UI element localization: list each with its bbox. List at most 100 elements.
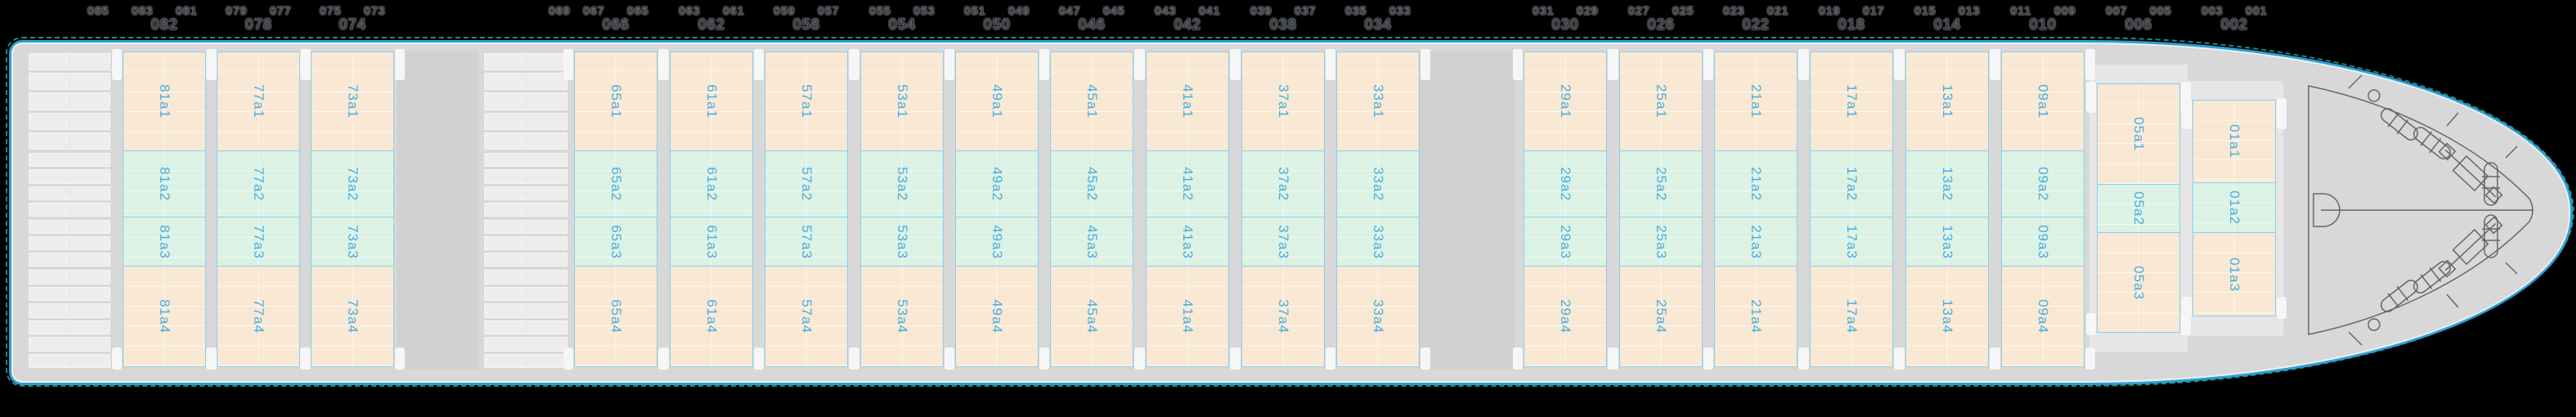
bay-cell-65a1[interactable]: 65a1 <box>574 52 657 151</box>
bay-cell-37a3[interactable]: 37a3 <box>1241 217 1325 267</box>
bay-cell-57a4[interactable]: 57a4 <box>765 266 848 367</box>
bay-cell-37a1[interactable]: 37a1 <box>1241 52 1325 151</box>
bay-cell-label: 77a2 <box>250 167 267 201</box>
bay-cell-45a4[interactable]: 45a4 <box>1050 266 1133 367</box>
bay-cell-73a2[interactable]: 73a2 <box>311 150 394 217</box>
bay-cell-57a3[interactable]: 57a3 <box>765 217 848 267</box>
bay-cell-73a1[interactable]: 73a1 <box>311 52 394 151</box>
bay-cell-53a1[interactable]: 53a1 <box>860 52 944 151</box>
bay-cell-77a4[interactable]: 77a4 <box>217 266 300 367</box>
hatch-corner-tab <box>395 348 405 370</box>
bay-cell-01a2[interactable]: 01a2 <box>2192 182 2276 233</box>
bay-cell-77a3[interactable]: 77a3 <box>217 217 300 267</box>
bay-cell-21a2[interactable]: 21a2 <box>1714 150 1797 217</box>
bay-number-label-odd: 081 <box>175 4 198 18</box>
bay-cell-09a4[interactable]: 09a4 <box>2001 266 2085 367</box>
bay-cell-53a2[interactable]: 53a2 <box>860 150 944 217</box>
bay-cell-81a2[interactable]: 81a2 <box>123 150 206 217</box>
bay-cell-53a4[interactable]: 53a4 <box>860 266 944 367</box>
bay-number-label-odd: 057 <box>817 4 840 18</box>
bay-cell-25a3[interactable]: 25a3 <box>1619 217 1703 267</box>
bay-cell-09a2[interactable]: 09a2 <box>2001 150 2085 217</box>
bay-cell-21a4[interactable]: 21a4 <box>1714 266 1797 367</box>
bay-cell-73a3[interactable]: 73a3 <box>311 217 394 267</box>
bay-cell-29a2[interactable]: 29a2 <box>1524 150 1607 217</box>
bay-cell-61a1[interactable]: 61a1 <box>670 52 753 151</box>
bay-cell-label: 81a3 <box>156 224 173 259</box>
bay-cell-29a1[interactable]: 29a1 <box>1524 52 1607 151</box>
bay-cell-13a4[interactable]: 13a4 <box>1905 266 1989 367</box>
hatch-corner-tab <box>2182 297 2192 319</box>
bay-cell-17a4[interactable]: 17a4 <box>1810 266 1893 367</box>
bay-cell-05a3[interactable]: 05a3 <box>2097 232 2180 333</box>
bay-cell-33a4[interactable]: 33a4 <box>1336 266 1420 367</box>
empty-slot-row <box>484 153 568 168</box>
bay-number-label-odd: 047 <box>1058 4 1081 18</box>
bay-cell-45a1[interactable]: 45a1 <box>1050 52 1133 151</box>
bay-cell-01a3[interactable]: 01a3 <box>2192 232 2276 316</box>
bay-cell-61a3[interactable]: 61a3 <box>670 217 753 267</box>
bay-cell-label: 49a2 <box>989 167 1005 201</box>
bay-cell-label: 21a2 <box>1748 167 1764 201</box>
bay-cell-label: 41a3 <box>1179 224 1196 259</box>
bay-cell-65a4[interactable]: 65a4 <box>574 266 657 367</box>
hatch-corner-tab <box>1039 348 1049 370</box>
bay-cell-17a3[interactable]: 17a3 <box>1810 217 1893 267</box>
bay-cell-21a3[interactable]: 21a3 <box>1714 217 1797 267</box>
bay-cell-09a3[interactable]: 09a3 <box>2001 217 2085 267</box>
bay-cell-57a2[interactable]: 57a2 <box>765 150 848 217</box>
bay-cell-57a1[interactable]: 57a1 <box>765 52 848 151</box>
bay-cell-41a3[interactable]: 41a3 <box>1146 217 1229 267</box>
hatch-corner-tab <box>1990 348 2000 370</box>
bay-cell-33a1[interactable]: 33a1 <box>1336 52 1420 151</box>
hull-frame-tick <box>2348 74 2363 89</box>
bay-cell-21a1[interactable]: 21a1 <box>1714 52 1797 151</box>
bay-cell-49a4[interactable]: 49a4 <box>955 266 1039 367</box>
bay-cell-53a3[interactable]: 53a3 <box>860 217 944 267</box>
bay-number-label-even: 054 <box>888 16 916 34</box>
bay-cell-25a4[interactable]: 25a4 <box>1619 266 1703 367</box>
bay-cell-61a4[interactable]: 61a4 <box>670 266 753 367</box>
bay-cell-73a4[interactable]: 73a4 <box>311 266 394 367</box>
empty-slot-group <box>29 218 110 268</box>
bay-cell-13a1[interactable]: 13a1 <box>1905 52 1989 151</box>
bay-cell-17a2[interactable]: 17a2 <box>1810 150 1893 217</box>
bay-cell-49a2[interactable]: 49a2 <box>955 150 1039 217</box>
bay-cell-13a2[interactable]: 13a2 <box>1905 150 1989 217</box>
empty-slot-group <box>484 151 568 218</box>
bay-cell-01a1[interactable]: 01a1 <box>2192 100 2276 183</box>
bay-cell-25a2[interactable]: 25a2 <box>1619 150 1703 217</box>
bay-cell-45a3[interactable]: 45a3 <box>1050 217 1133 267</box>
bay-cell-81a3[interactable]: 81a3 <box>123 217 206 267</box>
bay-cell-65a3[interactable]: 65a3 <box>574 217 657 267</box>
bay-cell-81a4[interactable]: 81a4 <box>123 266 206 367</box>
bay-cell-25a1[interactable]: 25a1 <box>1619 52 1703 151</box>
hatch-corner-tab <box>945 49 954 80</box>
bay-cell-05a2[interactable]: 05a2 <box>2097 184 2180 233</box>
bay-cell-33a2[interactable]: 33a2 <box>1336 150 1420 217</box>
capstan-icon <box>2482 162 2500 206</box>
bay-cell-61a2[interactable]: 61a2 <box>670 150 753 217</box>
bay-cell-37a4[interactable]: 37a4 <box>1241 266 1325 367</box>
bay-cell-77a2[interactable]: 77a2 <box>217 150 300 217</box>
bay-cell-33a3[interactable]: 33a3 <box>1336 217 1420 267</box>
bay-cell-13a3[interactable]: 13a3 <box>1905 217 1989 267</box>
bay-cell-29a4[interactable]: 29a4 <box>1524 266 1607 367</box>
hatch-corner-tab <box>1326 348 1335 370</box>
bay-cell-77a1[interactable]: 77a1 <box>217 52 300 151</box>
bay-cell-81a1[interactable]: 81a1 <box>123 52 206 151</box>
bay-cell-29a3[interactable]: 29a3 <box>1524 217 1607 267</box>
bay-cell-65a2[interactable]: 65a2 <box>574 150 657 217</box>
bay-number-label-odd: 029 <box>1576 4 1599 18</box>
bay-cell-label: 05a2 <box>2130 191 2147 226</box>
bay-cell-45a2[interactable]: 45a2 <box>1050 150 1133 217</box>
bay-cell-49a3[interactable]: 49a3 <box>955 217 1039 267</box>
bay-cell-41a2[interactable]: 41a2 <box>1146 150 1229 217</box>
bay-cell-17a1[interactable]: 17a1 <box>1810 52 1893 151</box>
bay-cell-05a1[interactable]: 05a1 <box>2097 83 2180 185</box>
bay-cell-37a2[interactable]: 37a2 <box>1241 150 1325 217</box>
bay-cell-49a1[interactable]: 49a1 <box>955 52 1039 151</box>
bay-cell-41a4[interactable]: 41a4 <box>1146 266 1229 367</box>
bay-cell-09a1[interactable]: 09a1 <box>2001 52 2085 151</box>
bay-cell-41a1[interactable]: 41a1 <box>1146 52 1229 151</box>
